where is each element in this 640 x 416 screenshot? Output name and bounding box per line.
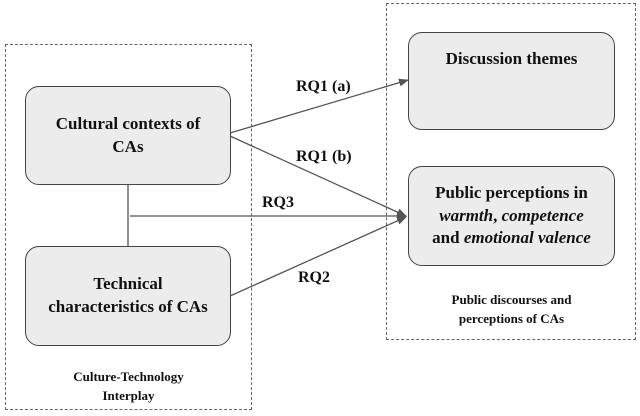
node-themes-label: Discussion themes <box>445 48 578 68</box>
label-rq1b: RQ1 (b) <box>296 148 352 165</box>
group-label-culture-technology: Culture-Technology Interplay <box>5 368 252 406</box>
edge-rq1b <box>229 135 407 217</box>
public-discourses-group <box>386 3 636 340</box>
term-competence: competence <box>501 205 584 225</box>
group-label-left-line2: Interplay <box>102 387 155 403</box>
edge-rq1a <box>229 78 409 134</box>
group-label-public-discourses: Public discourses and perceptions of CAs <box>408 291 615 329</box>
node-technical-line2: characteristics of CAs <box>48 297 208 316</box>
group-label-left-line1: Culture-Technology <box>73 369 184 384</box>
node-public-perceptions: Public perceptions in warmth, competence… <box>408 166 615 266</box>
node-technical-line1: Technical <box>93 274 163 294</box>
label-rq1a: RQ1 (a) <box>296 78 351 95</box>
label-rq2: RQ2 <box>298 269 330 286</box>
node-perceptions-line2: warmth, competence <box>432 205 591 228</box>
node-discussion-themes: Discussion themes <box>408 32 615 130</box>
group-label-right-line2: perceptions of CAs <box>458 310 565 326</box>
term-warmth: warmth <box>439 205 494 225</box>
node-perceptions-line3: and emotional valence <box>432 227 591 250</box>
node-technical-characteristics: Technical characteristics of CAs <box>25 246 231 346</box>
term-and: and <box>432 228 464 248</box>
node-perceptions-line1: Public perceptions in <box>435 182 588 202</box>
term-emotional-valence: emotional valence <box>463 228 591 248</box>
group-label-right-line1: Public discourses and <box>451 292 572 307</box>
node-cultural-line2: CAs <box>112 136 144 156</box>
culture-technology-group <box>5 44 252 410</box>
node-cultural-line1: Cultural contexts of <box>55 113 201 133</box>
term-separator: , <box>493 205 502 225</box>
node-cultural-contexts: Cultural contexts of CAs <box>25 86 231 185</box>
label-rq3: RQ3 <box>262 194 294 211</box>
edge-rq2 <box>229 216 407 297</box>
